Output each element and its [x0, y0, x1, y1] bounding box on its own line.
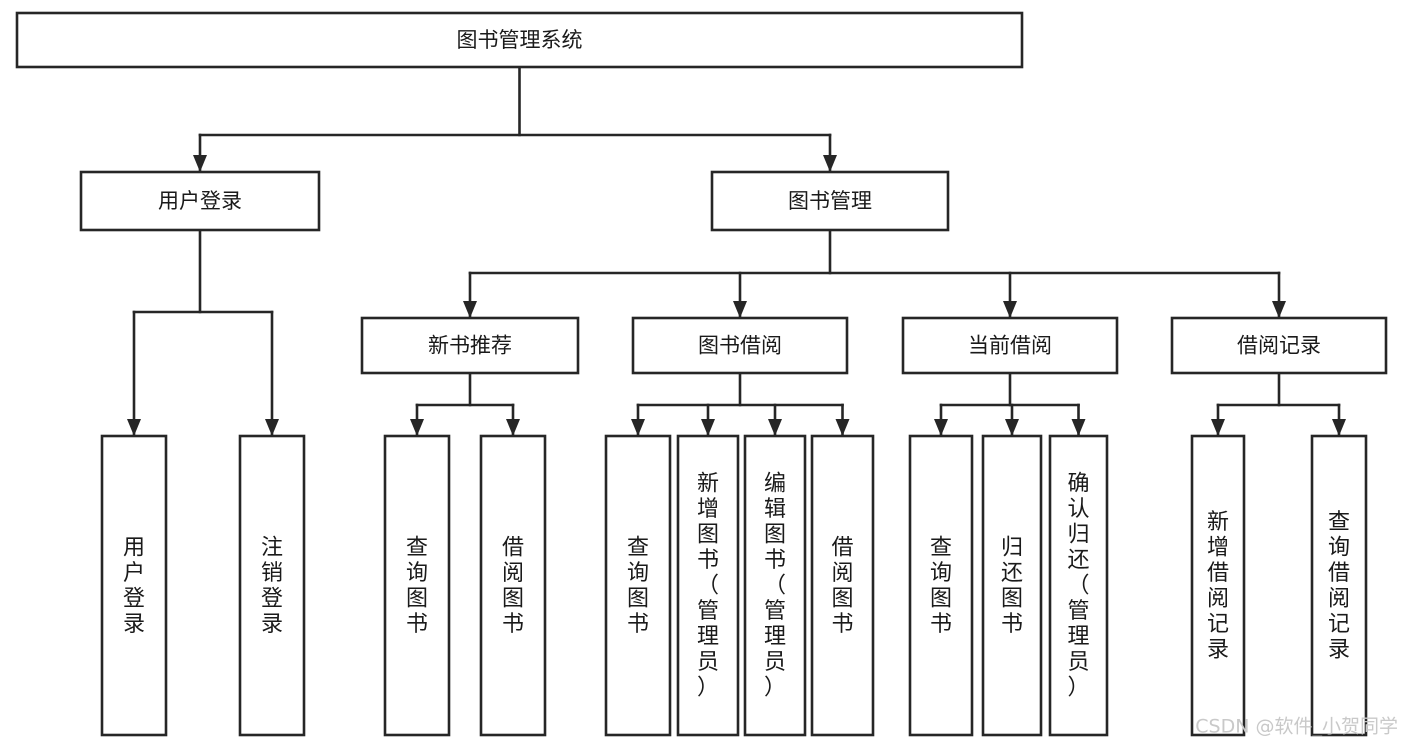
arrow-head-icon: [410, 419, 424, 436]
node-level3-book_borrow[interactable]: 图书借阅: [631, 316, 849, 375]
arrow-head-icon: [1071, 419, 1086, 436]
node-boxes-group: 图书管理系统用户登录图书管理新书推荐图书借阅当前借阅借阅记录用户登录注销登录查询…: [15, 11, 1388, 737]
node-leaf-borrow_record-1[interactable]: 查询借阅记录: [1310, 434, 1368, 737]
arrow-head-icon: [701, 419, 715, 436]
connector-lines-group: [127, 65, 1346, 437]
node-level3-borrow_record-label: 借阅记录: [1237, 334, 1321, 358]
node-leaf-current_borrow-0-rect[interactable]: [908, 434, 974, 737]
node-level3-current_borrow-rect[interactable]: [901, 316, 1119, 375]
csdn-watermark: CSDN @软件_小贺同学: [1195, 716, 1398, 738]
arrow-head-icon: [193, 155, 207, 172]
node-level3-current_borrow[interactable]: 当前借阅: [901, 316, 1119, 375]
node-leaf-current_borrow-1[interactable]: 归还图书: [981, 434, 1043, 737]
arrow-head-icon: [631, 419, 645, 436]
arrow-head-icon: [835, 419, 850, 436]
node-leaf-new_book_recommend-0-rect[interactable]: [383, 434, 451, 737]
node-leaf-borrow_record-1-rect[interactable]: [1310, 434, 1368, 737]
arrow-head-icon: [1003, 301, 1017, 318]
node-leaf-new_book_recommend-0[interactable]: 查询图书: [383, 434, 451, 737]
arrow-head-icon: [823, 155, 837, 172]
node-leaf-book_borrow-1-label: 新增图书（管理员）: [697, 472, 719, 701]
node-leaf-current_borrow-2-label: 确认归还（管理员）: [1067, 472, 1089, 701]
node-leaf-user_login-0-rect[interactable]: [100, 434, 168, 737]
node-leaf-current_borrow-2-rect[interactable]: [1048, 434, 1109, 737]
arrow-head-icon: [733, 301, 747, 318]
node-level2-book_manage-rect[interactable]: [710, 170, 950, 232]
node-level3-borrow_record-rect[interactable]: [1170, 316, 1388, 375]
arrow-head-icon: [265, 419, 279, 436]
node-level3-current_borrow-label: 当前借阅: [968, 334, 1052, 358]
node-leaf-borrow_record-0-label: 新增借阅记录: [1207, 510, 1229, 663]
node-leaf-user_login-1[interactable]: 注销登录: [238, 434, 306, 737]
node-leaf-user_login-0[interactable]: 用户登录: [100, 434, 168, 737]
node-level2-book_manage[interactable]: 图书管理: [710, 170, 950, 232]
node-level3-new_book_recommend-label: 新书推荐: [428, 334, 512, 358]
node-leaf-borrow_record-1-label: 查询借阅记录: [1328, 510, 1350, 663]
node-leaf-book_borrow-2[interactable]: 编辑图书（管理员）: [743, 434, 807, 737]
node-leaf-book_borrow-2-rect[interactable]: [743, 434, 807, 737]
node-level3-book_borrow-rect[interactable]: [631, 316, 849, 375]
arrow-head-icon: [463, 301, 477, 318]
node-leaf-new_book_recommend-1-label: 借阅图书: [502, 535, 524, 637]
node-leaf-borrow_record-0[interactable]: 新增借阅记录: [1190, 434, 1246, 737]
node-leaf-user_login-0-label: 用户登录: [123, 535, 145, 637]
node-level3-new_book_recommend[interactable]: 新书推荐: [360, 316, 580, 375]
arrow-head-icon: [1211, 419, 1225, 436]
node-leaf-book_borrow-3-label: 借阅图书: [831, 535, 853, 637]
arrow-head-icon: [1332, 419, 1346, 436]
node-root-system[interactable]: 图书管理系统: [15, 11, 1024, 69]
node-leaf-book_borrow-2-label: 编辑图书（管理员）: [764, 472, 786, 701]
node-leaf-borrow_record-0-rect[interactable]: [1190, 434, 1246, 737]
node-leaf-current_borrow-1-rect[interactable]: [981, 434, 1043, 737]
node-leaf-book_borrow-3[interactable]: 借阅图书: [810, 434, 875, 737]
node-leaf-book_borrow-0-rect[interactable]: [604, 434, 672, 737]
node-leaf-book_borrow-1-rect[interactable]: [676, 434, 740, 737]
node-leaf-book_borrow-0[interactable]: 查询图书: [604, 434, 672, 737]
node-level2-user_login-rect[interactable]: [79, 170, 321, 232]
node-level2-user_login[interactable]: 用户登录: [79, 170, 321, 232]
node-root-system-rect[interactable]: [15, 11, 1024, 69]
node-leaf-book_borrow-3-rect[interactable]: [810, 434, 875, 737]
node-level2-user_login-label: 用户登录: [158, 189, 242, 213]
node-root-system-label: 图书管理系统: [457, 28, 583, 52]
node-leaf-current_borrow-2[interactable]: 确认归还（管理员）: [1048, 434, 1109, 737]
node-leaf-current_borrow-0-label: 查询图书: [930, 535, 952, 637]
node-level3-new_book_recommend-rect[interactable]: [360, 316, 580, 375]
node-leaf-current_borrow-1-label: 归还图书: [1001, 535, 1023, 637]
node-leaf-user_login-1-label: 注销登录: [261, 535, 283, 637]
arrow-head-icon: [1005, 419, 1019, 436]
node-level3-book_borrow-label: 图书借阅: [698, 334, 782, 358]
node-leaf-new_book_recommend-1[interactable]: 借阅图书: [479, 434, 547, 737]
node-leaf-book_borrow-0-label: 查询图书: [627, 535, 649, 637]
node-leaf-new_book_recommend-0-label: 查询图书: [406, 535, 428, 637]
arrow-head-icon: [934, 419, 948, 436]
arrow-head-icon: [506, 419, 520, 436]
node-level3-borrow_record[interactable]: 借阅记录: [1170, 316, 1388, 375]
arrow-head-icon: [768, 419, 782, 436]
arrow-head-icon: [1272, 301, 1286, 318]
node-level2-book_manage-label: 图书管理: [788, 189, 872, 213]
node-leaf-book_borrow-1[interactable]: 新增图书（管理员）: [676, 434, 740, 737]
node-leaf-user_login-1-rect[interactable]: [238, 434, 306, 737]
arrow-head-icon: [127, 419, 141, 436]
node-leaf-new_book_recommend-1-rect[interactable]: [479, 434, 547, 737]
node-leaf-current_borrow-0[interactable]: 查询图书: [908, 434, 974, 737]
